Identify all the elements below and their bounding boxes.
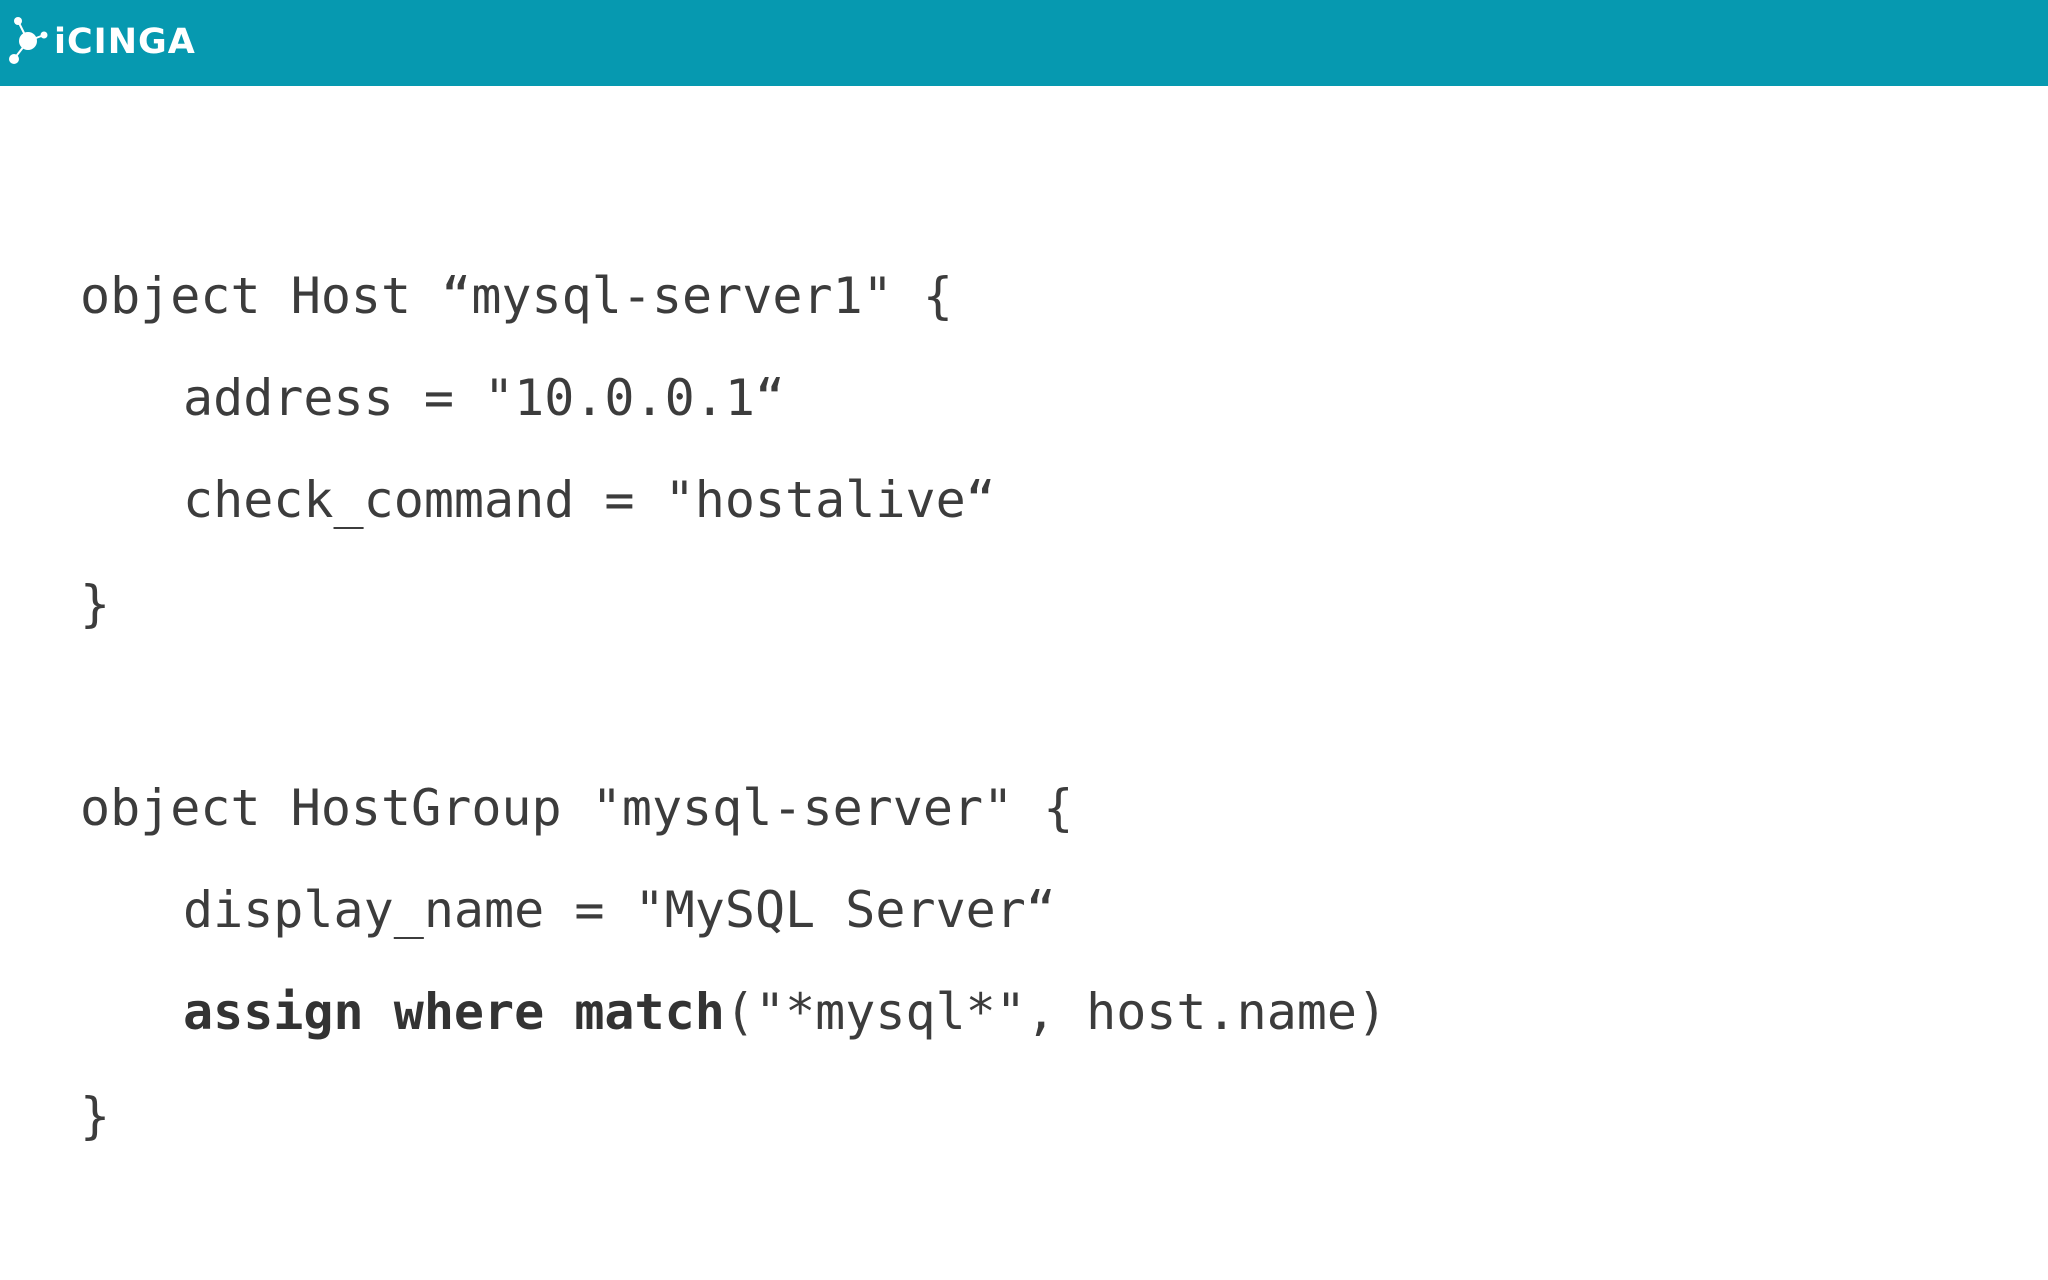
icinga-logo: iCINGA	[6, 6, 196, 72]
code-line-assign-rule: assign where match("*mysql*", host.name)	[183, 982, 1387, 1042]
code-line-hostgroup-open: object HostGroup "mysql-server" {	[80, 779, 1074, 837]
code-line-host-close: }	[80, 575, 111, 633]
code-line-host-open: object Host “mysql-server1" {	[80, 267, 953, 325]
code-line-hostgroup-close: }	[80, 1087, 111, 1145]
assign-arguments: ("*mysql*", host.name)	[724, 983, 1388, 1041]
code-line-hostgroup-display-name: display_name = "MySQL Server“	[183, 881, 1056, 939]
assign-keywords: assign where match	[183, 983, 725, 1041]
header-bar: iCINGA	[0, 0, 2048, 86]
code-line-host-address: address = "10.0.0.1“	[183, 369, 786, 427]
brand-name: iCINGA	[54, 22, 196, 62]
code-line-host-check-command: check_command = "hostalive“	[183, 471, 996, 529]
icinga-network-icon	[9, 17, 48, 64]
